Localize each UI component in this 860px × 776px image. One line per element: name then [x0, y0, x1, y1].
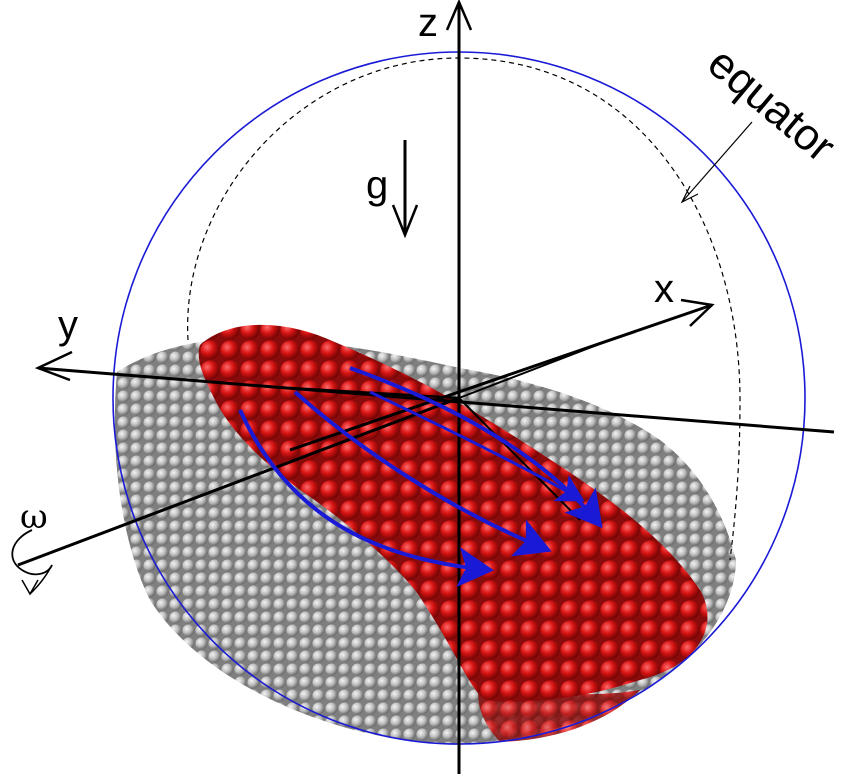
gravity-label: g	[366, 163, 388, 207]
y-axis	[37, 366, 835, 434]
z-axis-label: z	[418, 1, 438, 45]
down-arrow-icon	[391, 204, 419, 239]
curved-rotation-arrow-icon	[11, 529, 53, 576]
x-axis-label: x	[654, 267, 674, 311]
equator-label: equator	[699, 38, 845, 171]
omega-label: ω	[20, 497, 48, 537]
rotation-arrow-tail	[29, 564, 53, 595]
rotation-axis	[17, 396, 460, 567]
x-axis	[289, 303, 713, 452]
flow-arrow	[369, 390, 585, 502]
x-axis-arrowhead	[680, 298, 715, 327]
flow-arrow	[293, 390, 552, 557]
equator-pointer-head	[680, 185, 699, 204]
equator-pointer-line	[681, 121, 753, 203]
z-axis-arrowhead	[445, 0, 473, 31]
equator-line	[187, 57, 741, 561]
y-axis-label: y	[58, 303, 78, 347]
y-axis-arrowhead	[34, 350, 73, 382]
red-particle-tail	[478, 680, 640, 742]
rotation-axis-inner	[458, 339, 611, 399]
flow-arrow	[238, 409, 494, 588]
